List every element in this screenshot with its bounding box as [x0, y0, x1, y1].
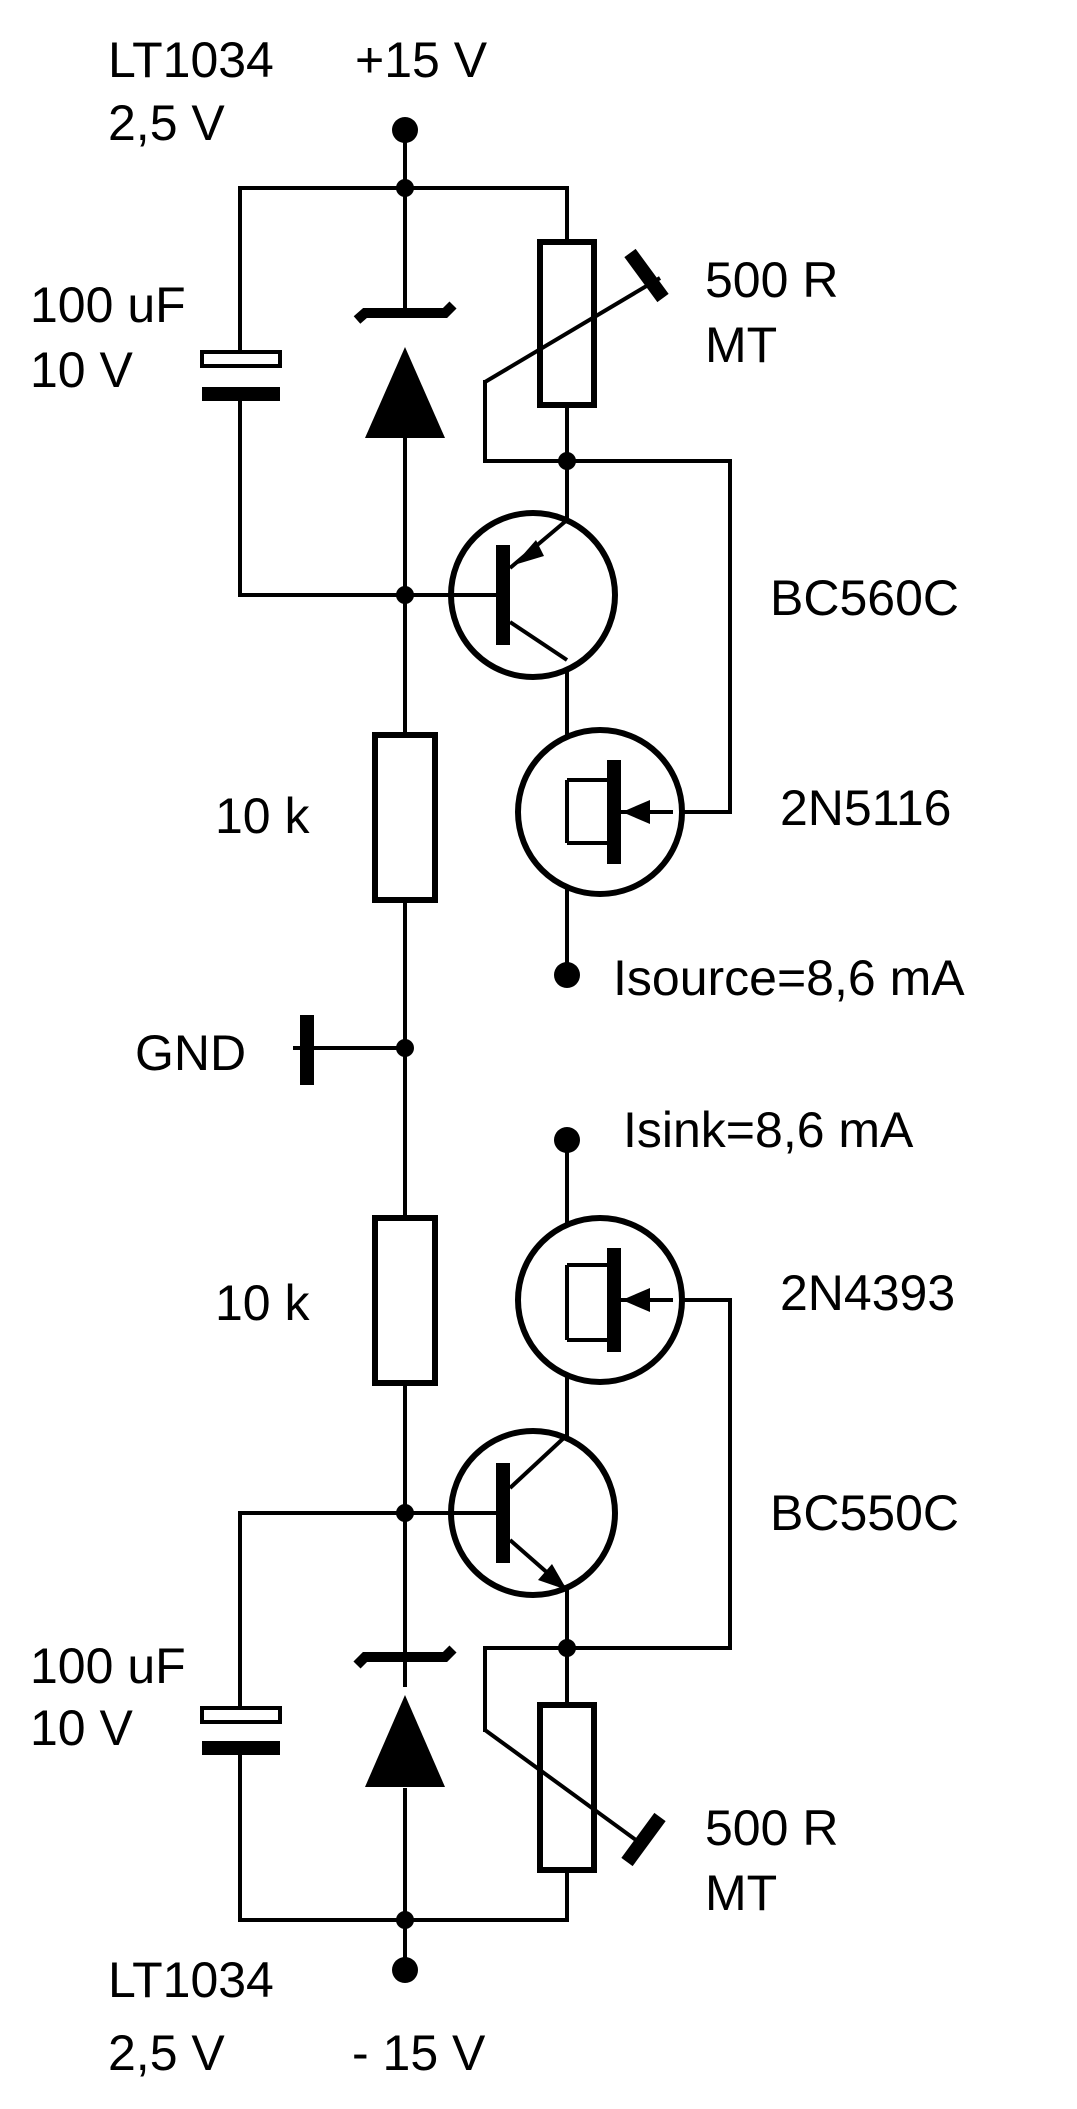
label-isink: Isink=8,6 mA	[623, 1102, 914, 1158]
terminal-positive-supply	[392, 117, 418, 143]
junctions	[396, 179, 576, 1929]
zener-top	[353, 301, 457, 438]
label-gnd: GND	[135, 1025, 246, 1081]
transistor-pnp-bc560c	[445, 510, 618, 680]
resistor-10k-bottom	[372, 1215, 438, 1386]
terminal-isink	[554, 1127, 580, 1153]
label-cap-top-value: 100 uF	[30, 277, 186, 333]
potentiometer-bottom	[483, 1702, 666, 1873]
jfet-2n4393	[515, 1215, 685, 1385]
label-supply-negative: - 15 V	[352, 2025, 486, 2081]
label-ref-bottom-voltage: 2,5 V	[108, 2025, 225, 2081]
capacitor-top	[200, 350, 282, 401]
resistor-10k-top	[372, 732, 438, 903]
label-jfet-top: 2N5116	[780, 780, 951, 836]
label-transistor-pnp: BC560C	[770, 570, 959, 626]
label-pot-top-value: 500 R	[705, 252, 838, 308]
terminal-isource	[554, 962, 580, 988]
terminal-negative-supply	[392, 1957, 418, 1983]
zener-bottom	[353, 1645, 457, 1787]
label-ref-top-voltage: 2,5 V	[108, 95, 225, 151]
label-isource: Isource=8,6 mA	[613, 950, 965, 1006]
label-ref-bottom-part: LT1034	[108, 1952, 274, 2008]
label-cap-bottom-value: 100 uF	[30, 1638, 186, 1694]
label-jfet-bottom: 2N4393	[780, 1265, 955, 1321]
label-ref-top-part: LT1034	[108, 32, 274, 88]
label-supply-positive: +15 V	[355, 32, 488, 88]
label-resistor-top: 10 k	[215, 788, 311, 844]
transistor-npn-bc550c	[445, 1428, 618, 1598]
label-pot-top-type: MT	[705, 317, 777, 373]
label-pot-bottom-value: 500 R	[705, 1800, 838, 1856]
label-cap-bottom-voltage: 10 V	[30, 1700, 134, 1756]
potentiometer-top	[483, 239, 669, 408]
terminals	[392, 117, 580, 1983]
jfet-2n5116	[515, 727, 685, 897]
capacitor-bottom	[200, 1706, 282, 1755]
label-transistor-npn: BC550C	[770, 1485, 959, 1541]
label-pot-bottom-type: MT	[705, 1865, 777, 1921]
gnd-symbol	[300, 1015, 405, 1085]
label-cap-top-voltage: 10 V	[30, 342, 134, 398]
label-resistor-bottom: 10 k	[215, 1275, 311, 1331]
